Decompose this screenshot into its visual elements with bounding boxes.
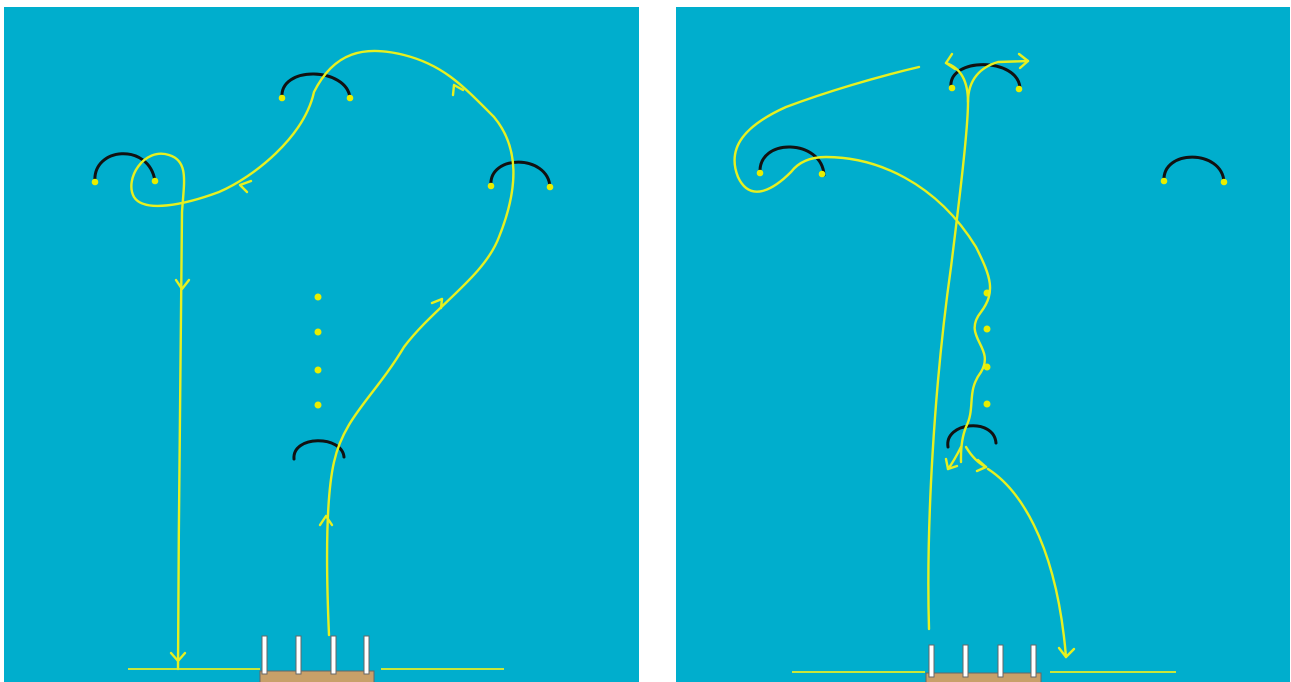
arch-foot bbox=[1221, 179, 1228, 186]
marker-dot bbox=[315, 294, 322, 301]
arch-foot bbox=[547, 184, 554, 191]
arrow-head bbox=[320, 516, 332, 525]
gate-post-1 bbox=[262, 636, 267, 674]
gate-post-4 bbox=[1031, 645, 1036, 677]
route-path bbox=[131, 51, 513, 669]
arrow-head bbox=[240, 181, 251, 192]
arch-foot bbox=[819, 171, 826, 178]
arrow-head bbox=[946, 54, 955, 69]
gate-plank bbox=[926, 673, 1041, 682]
arch-foot bbox=[1161, 178, 1168, 185]
marker-dot bbox=[984, 326, 991, 333]
gate-post-2 bbox=[963, 645, 968, 677]
diagram-canvas-left bbox=[4, 7, 639, 682]
gate-post-2 bbox=[296, 636, 301, 674]
gate-post-4 bbox=[364, 636, 369, 674]
arrow-head bbox=[432, 299, 442, 308]
arch-foot bbox=[488, 183, 495, 190]
arch-foot bbox=[92, 179, 99, 186]
diagram-panel-left bbox=[4, 7, 639, 682]
diagram-canvas-right bbox=[676, 7, 1290, 682]
diagram-panel-right bbox=[676, 7, 1290, 682]
arch-foot bbox=[152, 178, 159, 185]
arch-foot bbox=[757, 170, 764, 177]
arch-bottom bbox=[948, 426, 996, 447]
route-path-up bbox=[928, 63, 968, 629]
gate-post-1 bbox=[929, 645, 934, 677]
marker-dot bbox=[315, 402, 322, 409]
arch-foot bbox=[949, 85, 956, 92]
arch-foot bbox=[1016, 86, 1023, 93]
gate-plank bbox=[260, 671, 374, 682]
arch-foot bbox=[347, 95, 354, 102]
arch-right bbox=[1164, 157, 1224, 182]
arch-foot bbox=[279, 95, 286, 102]
gate-post-3 bbox=[331, 636, 336, 674]
route-path-down-right bbox=[988, 469, 1066, 657]
marker-dot bbox=[315, 329, 322, 336]
marker-dot bbox=[315, 367, 322, 374]
marker-dot bbox=[984, 401, 991, 408]
arch-right bbox=[491, 162, 550, 187]
gate-post-3 bbox=[998, 645, 1003, 677]
